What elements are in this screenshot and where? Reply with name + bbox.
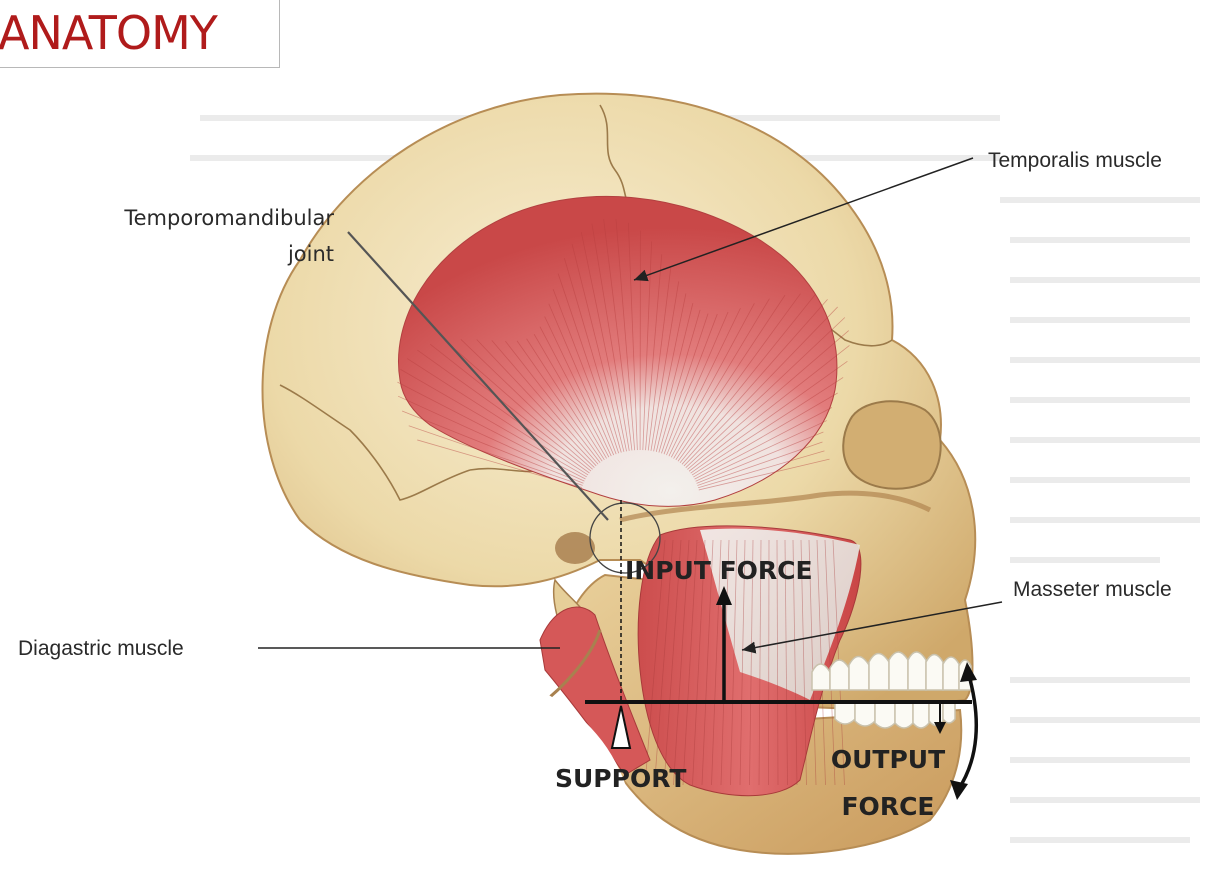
output-force-label-line1: OUTPUT bbox=[818, 746, 958, 775]
output-force-label-line2: FORCE bbox=[818, 793, 958, 822]
support-label: SUPPORT bbox=[555, 765, 686, 794]
eye-orbit bbox=[843, 401, 940, 488]
diagastric-label: Diagastric muscle bbox=[18, 637, 184, 661]
page-title: ANATOMY bbox=[0, 0, 217, 68]
input-force-label: INPUT FORCE bbox=[625, 557, 813, 586]
temporalis-label: Temporalis muscle bbox=[988, 149, 1162, 173]
masseter-label: Masseter muscle bbox=[1013, 578, 1172, 602]
tmj-label-line2: joint bbox=[288, 242, 334, 266]
tmj-label-line1: Temporomandibular bbox=[124, 206, 334, 230]
ear-canal bbox=[555, 532, 595, 564]
